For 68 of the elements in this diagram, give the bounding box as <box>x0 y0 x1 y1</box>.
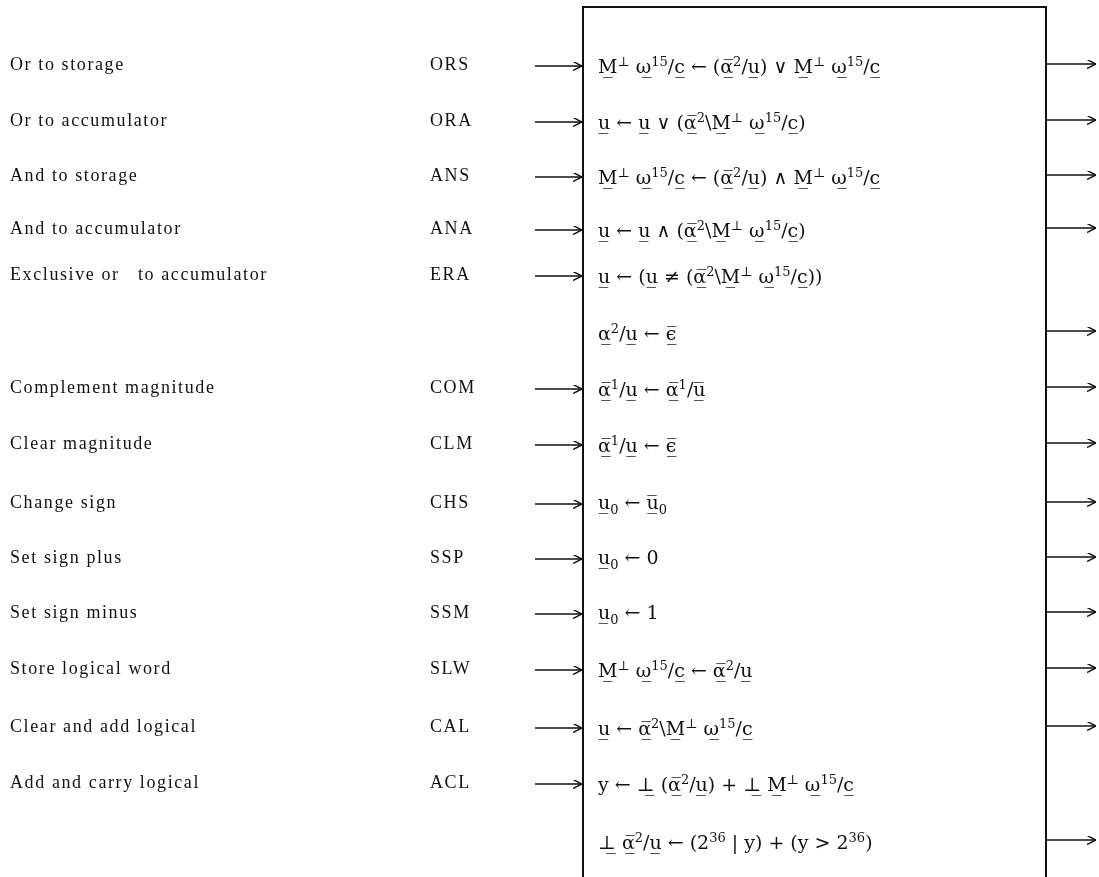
instruction-description: Set sign minus <box>10 601 139 623</box>
statement: u̲ ← u̲ ∨ (α̲̅$^{2}$\M̲$^{⊥}$ ω̲$^{15}$/c̲) <box>598 111 806 133</box>
instruction-mnemonic: ORS <box>430 53 470 75</box>
arrow <box>534 171 583 183</box>
arrow <box>534 116 583 128</box>
statement: M̲$^{⊥}$ ω̲$^{15}$/c̲ ← α̲̅$^{2}$/u̲ <box>598 659 753 681</box>
arrow <box>534 778 583 790</box>
arrow <box>534 722 583 734</box>
statement: u̲ ← α̲̅$^{2}$\M̲$^{⊥}$ ω̲$^{15}$/c̲ <box>598 717 753 739</box>
instruction-description: Change sign <box>10 491 118 513</box>
instruction-description: And to accumulator <box>10 217 182 239</box>
instruction-mnemonic: ANA <box>430 217 474 239</box>
instruction-mnemonic: CAL <box>430 715 471 737</box>
statement: M̲$^{⊥}$ ω̲$^{15}$/c̲ ← (α̲̅$^{2}$/u̲) ∨ M̲$^{⊥}$ ω̲$^{15}$/c̲ <box>598 55 881 77</box>
instruction-mnemonic: SSP <box>430 546 465 568</box>
instruction-description: Complement magnitude <box>10 376 216 398</box>
arrow <box>1046 662 1097 674</box>
arrow <box>1046 58 1097 70</box>
arrow <box>1046 437 1097 449</box>
statement: α̲$^{2}$/u̲ ← ϵ̲̅ <box>598 322 677 344</box>
arrow <box>1046 606 1097 618</box>
instruction-mnemonic: COM <box>430 376 476 398</box>
arrow <box>534 383 583 395</box>
arrow <box>534 664 583 676</box>
instruction-description: Clear and add logical <box>10 715 198 737</box>
instruction-description: Or to accumulator <box>10 109 169 131</box>
instruction-mnemonic: ANS <box>430 164 471 186</box>
instruction-description: And to storage <box>10 164 139 186</box>
instruction-mnemonic: SLW <box>430 657 472 679</box>
statement: α̲̅$^{1}$/u̲ ← α̲̅$^{1}$/u̲̅ <box>598 378 706 400</box>
arrow <box>1046 381 1097 393</box>
statement: y ← ⊥̲ (α̲̅$^{2}$/u̲) + ⊥̲ M̲$^{⊥}$ ω̲$^{15}$/c̲ <box>598 773 854 795</box>
statement: u̲ ← u̲ ∧ (α̲̅$^{2}$\M̲$^{⊥}$ ω̲$^{15}$/c̲) <box>598 219 806 241</box>
arrow <box>534 498 583 510</box>
program-box <box>582 6 1047 877</box>
statement: M̲$^{⊥}$ ω̲$^{15}$/c̲ ← (α̲̅$^{2}$/u̲) ∧ M̲$^{⊥}$ ω̲$^{15}$/c̲ <box>598 166 881 188</box>
arrow <box>1046 222 1097 234</box>
arrow <box>1046 551 1097 563</box>
arrow <box>1046 114 1097 126</box>
instruction-description: Set sign plus <box>10 546 123 568</box>
statement: ⊥̲ α̲̅$^{2}$/u̲ ← (2$^{36}$ | y) + (y > 2$^{36}$) <box>598 831 873 853</box>
arrow <box>1046 496 1097 508</box>
statement: u̲$_{0}$ ← 1 <box>598 602 659 626</box>
instruction-description: Add and carry logical <box>10 771 201 793</box>
instruction-description: Store logical word <box>10 657 172 679</box>
statement: u̲$_{0}$ ← 0 <box>598 547 659 571</box>
arrow <box>1046 720 1097 732</box>
statement: α̲̅$^{1}$/u̲ ← ϵ̲̅ <box>598 434 677 456</box>
instruction-description: Clear magnitude <box>10 432 154 454</box>
instruction-mnemonic: ORA <box>430 109 473 131</box>
arrow <box>534 608 583 620</box>
instruction-mnemonic: SSM <box>430 601 471 623</box>
arrow <box>1046 325 1097 337</box>
instruction-description: Or to storage <box>10 53 125 75</box>
arrow <box>1046 169 1097 181</box>
arrow <box>1046 834 1097 846</box>
instruction-description: Exclusive or to accumulator <box>10 263 268 285</box>
arrow <box>534 553 583 565</box>
arrow <box>534 60 583 72</box>
instruction-mnemonic: ACL <box>430 771 471 793</box>
arrow <box>534 270 583 282</box>
instruction-mnemonic: CLM <box>430 432 474 454</box>
instruction-mnemonic: ERA <box>430 263 471 285</box>
arrow <box>534 439 583 451</box>
statement: u̲$_{0}$ ← u̲̅$_{0}$ <box>598 492 668 516</box>
instruction-mnemonic: CHS <box>430 491 470 513</box>
statement: u̲ ← (u̲ ≠ (α̲̅$^{2}$\M̲$^{⊥}$ ω̲$^{15}$/c̲)) <box>598 265 823 287</box>
arrow <box>534 224 583 236</box>
